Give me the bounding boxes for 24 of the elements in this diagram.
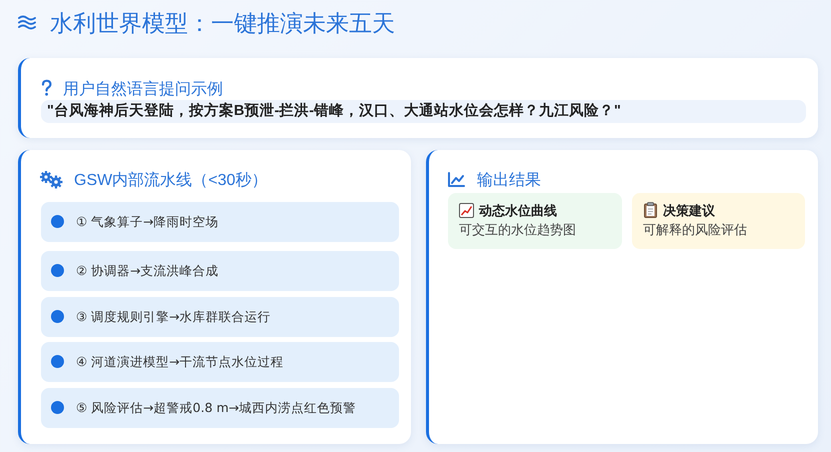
step-text: ③ 调度规则引擎→水库群联合运行: [76, 308, 271, 326]
step-card: [41, 342, 399, 382]
card-heading: 用户自然语言提问示例: [63, 80, 223, 100]
card-heading: 输出结果: [477, 171, 541, 191]
question-card: [18, 58, 818, 138]
result-description: 可交互的水位趋势图: [459, 221, 576, 239]
step-text: ① 气象算子→降雨时空场: [76, 213, 219, 231]
result-title: 决策建议: [663, 202, 715, 220]
step-card: [41, 251, 399, 291]
result-description: 可解释的风险评估: [643, 221, 747, 239]
step-card: [41, 297, 399, 337]
result-card: [448, 193, 622, 249]
step-card: [41, 202, 399, 242]
step-text: ④ 河道演进模型→干流节点水位过程: [76, 353, 284, 371]
step-text: ② 协调器→支流洪峰合成: [76, 262, 219, 280]
result-card: [632, 193, 805, 249]
pipeline-card: [18, 150, 411, 444]
output-card: [426, 150, 818, 444]
quote-bar: "台风海神后天登陆，按方案B预泄-拦洪-错峰，汉口、大通站水位会怎样？九江风险？": [41, 100, 806, 123]
step-card: [41, 388, 399, 428]
result-title: 动态水位曲线: [479, 202, 557, 220]
step-text: ⑤ 风险评估→超警戒0.8 m→城西内涝点红色预警: [76, 399, 356, 417]
card-heading: GSW内部流水线（<30秒）: [74, 171, 268, 191]
page-title: 水利世界模型：一键推演未来五天: [50, 9, 395, 38]
